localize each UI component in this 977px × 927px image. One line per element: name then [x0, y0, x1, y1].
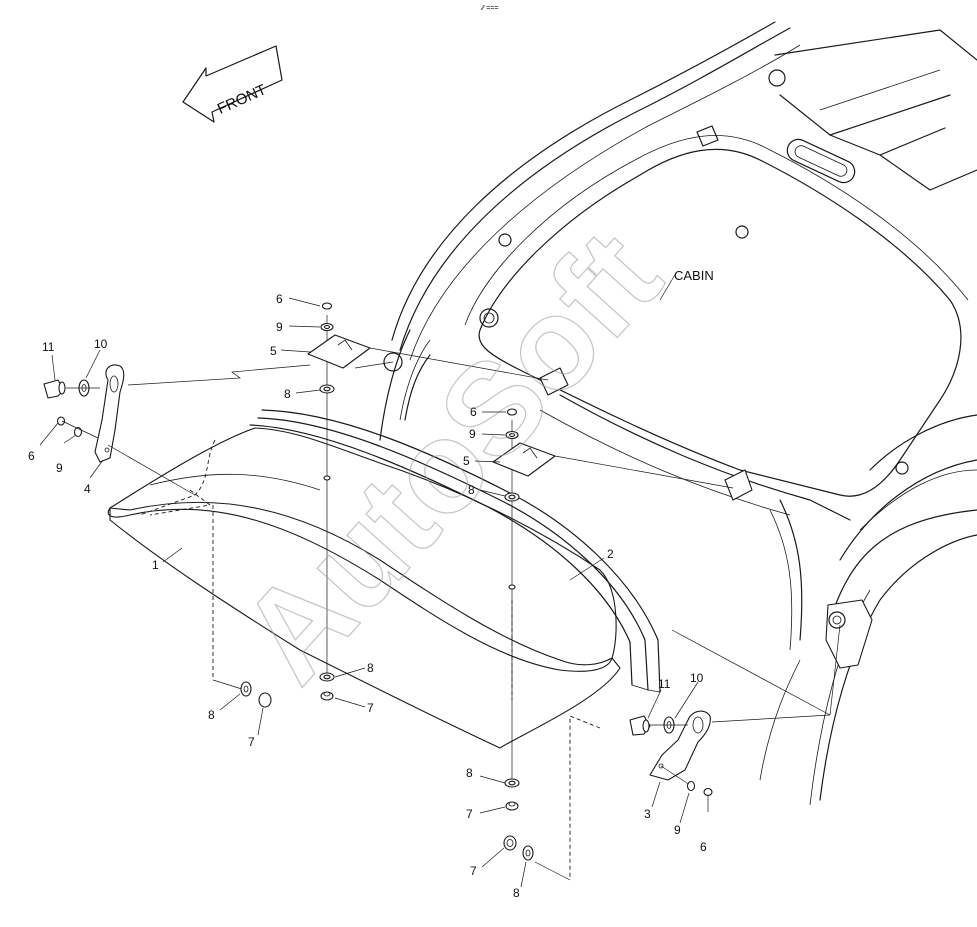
callout-8: 8	[367, 661, 374, 675]
callout-7: 7	[470, 864, 477, 878]
callout-5: 5	[463, 454, 470, 468]
callout-6: 6	[700, 840, 707, 854]
callout-7: 7	[248, 735, 255, 749]
callout-9: 9	[56, 461, 63, 475]
callout-7: 7	[367, 701, 374, 715]
callout-8: 8	[284, 387, 291, 401]
callout-9: 9	[674, 823, 681, 837]
hinge-left-part-4	[43, 364, 311, 691]
callout-11: 11	[658, 677, 671, 691]
callout-6: 6	[276, 292, 283, 306]
loose-hardware	[240, 681, 534, 861]
callout-leaders	[39, 297, 699, 888]
callout-2: 2	[607, 547, 614, 561]
callout-10: 10	[690, 671, 704, 685]
callout-numbers: 6 9 5 8 11 10 6 9 4 1 8 7 8 7 6 9 5 8 2 …	[28, 292, 707, 900]
callout-8: 8	[208, 708, 215, 722]
callout-10: 10	[94, 337, 108, 351]
cabin-roof	[379, 21, 977, 806]
cabin-label: CABIN	[674, 268, 714, 283]
callout-4: 4	[84, 482, 91, 496]
callout-9: 9	[469, 427, 476, 441]
callout-5: 5	[270, 344, 277, 358]
front-label: FRONT	[215, 81, 269, 118]
callout-11: 11	[42, 340, 55, 354]
callout-8: 8	[513, 886, 520, 900]
callout-9: 9	[276, 320, 283, 334]
top-mark: ⁄⁄ ===	[480, 5, 499, 12]
callout-3: 3	[644, 807, 651, 821]
callout-8: 8	[468, 483, 475, 497]
callout-1: 1	[152, 558, 159, 572]
callout-6: 6	[470, 405, 477, 419]
fastener-stack-right	[492, 408, 556, 811]
hinge-right-part-3	[534, 624, 841, 881]
front-arrow-icon: FRONT	[182, 45, 283, 123]
callout-6: 6	[28, 449, 35, 463]
callout-8: 8	[466, 766, 473, 780]
callout-7: 7	[466, 807, 473, 821]
